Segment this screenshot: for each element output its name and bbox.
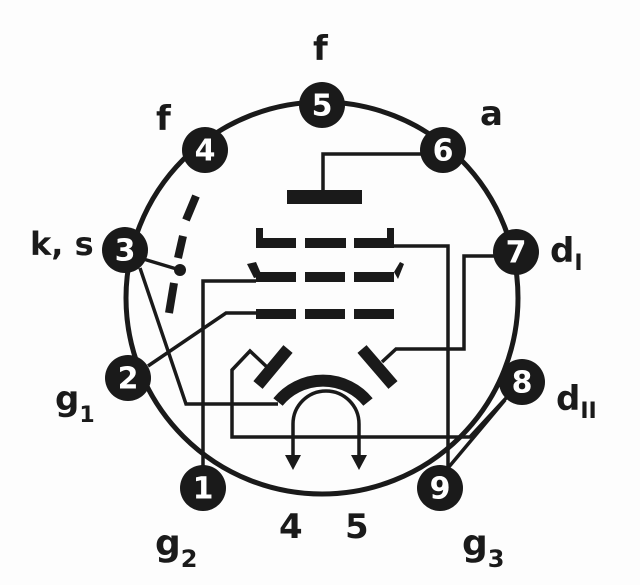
heater-arrow-5 [351,455,367,470]
svg-text:5: 5 [312,89,333,124]
svg-text:4: 4 [195,134,216,169]
deflection-plate-2-wire [380,254,495,364]
beam-shield [165,194,200,314]
shield-wire [139,256,181,272]
label-pin-7: dI [550,231,583,276]
pin-9: 9 [417,465,463,511]
heater-arrow-4 [285,455,301,470]
grid-1 [256,309,394,319]
label-pin-8: dII [556,379,597,424]
label-pin-5: f [313,29,329,69]
label-pin-4: f [156,99,172,139]
deflection-plate-1 [253,345,293,389]
grid-2 [247,262,404,282]
deflection-plate-2 [357,345,398,389]
pin8-extra-wire [446,398,507,470]
pin-7: 7 [493,229,539,275]
pin-2: 2 [105,355,151,401]
pin-3: 3 [102,227,148,273]
heater-label-5: 5 [345,507,369,547]
svg-text:3: 3 [115,234,136,269]
cathode-wire [138,267,278,406]
grid-3-wire [393,244,450,468]
anode-plate [287,190,362,204]
svg-text:9: 9 [430,472,451,507]
svg-text:8: 8 [512,366,533,401]
shield-node [174,264,186,276]
label-pin-1: g2 [155,523,197,573]
label-pin-9: g3 [462,523,504,573]
svg-text:6: 6 [433,134,454,169]
label-pin-3: k, s [30,225,94,263]
anode-wire [321,152,430,190]
grid-1-wire [147,311,256,368]
heater [291,389,361,458]
label-pin-6: a [480,94,503,134]
pin-6: 6 [420,127,466,173]
pin-1: 1 [180,465,226,511]
pin-4: 4 [182,127,228,173]
label-pin-2: g1 [55,379,95,428]
grid-3 [256,228,394,248]
svg-text:1: 1 [193,472,214,507]
svg-text:2: 2 [118,362,139,397]
pin-8: 8 [499,359,545,405]
pin-5: 5 [299,82,345,128]
cathode [273,374,373,406]
heater-label-4: 4 [279,507,303,547]
deflection-plate-1-wire [230,348,510,439]
svg-text:7: 7 [506,236,527,271]
